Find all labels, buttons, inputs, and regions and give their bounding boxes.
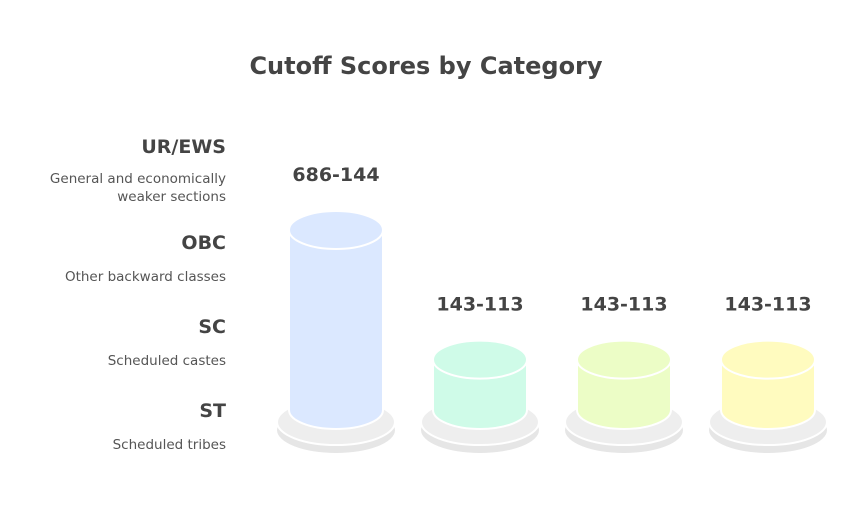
cylinder-top-3 — [720, 339, 816, 380]
category-label-ur-ews: UR/EWS — [141, 136, 226, 158]
chart-title: Cutoff Scores by Category — [249, 52, 603, 80]
category-desc-ur-ews-line2: weaker sections — [117, 189, 226, 205]
bar-value-label-3: 143-113 — [724, 294, 811, 316]
cylinder-top-0 — [288, 210, 384, 250]
bar-value-label-1: 143-113 — [436, 294, 523, 316]
category-label-sc: SC — [198, 316, 226, 338]
cylinder-top-1 — [432, 339, 528, 380]
cylinder-top-2 — [576, 339, 672, 380]
category-label-obc: OBC — [181, 232, 226, 254]
cylinder-body-0 — [288, 229, 384, 430]
category-desc-ur-ews-line1: General and economically — [49, 171, 226, 187]
bar-value-label-0: 686-144 — [292, 164, 379, 186]
category-label-st: ST — [199, 400, 226, 422]
category-desc-sc: Scheduled castes — [107, 353, 226, 369]
bar-value-label-2: 143-113 — [580, 294, 667, 316]
category-desc-st: Scheduled tribes — [112, 437, 226, 453]
category-desc-obc: Other backward classes — [64, 269, 226, 285]
